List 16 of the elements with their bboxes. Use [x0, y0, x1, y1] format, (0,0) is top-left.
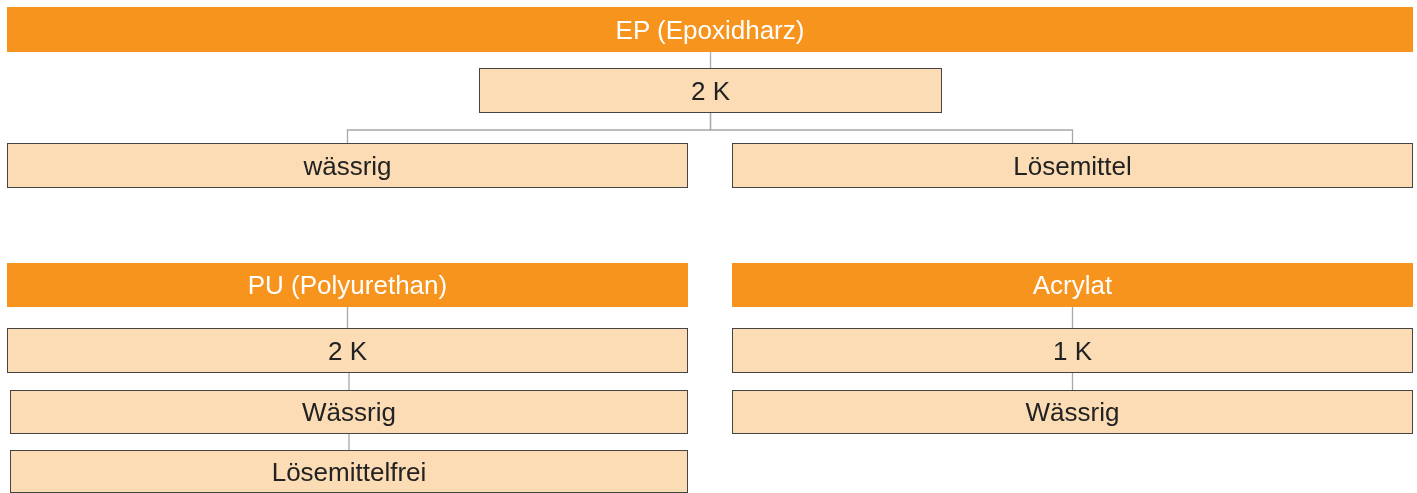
category-header: EP (Epoxidharz) [7, 7, 1413, 52]
category-box: Wässrig [732, 390, 1413, 434]
category-box: Lösemittel [732, 143, 1413, 188]
category-box: 1 K [732, 328, 1413, 373]
category-box: Lösemittelfrei [10, 450, 688, 493]
connector-line [346, 306, 349, 329]
category-header: Acrylat [732, 263, 1413, 307]
category-header: PU (Polyurethan) [7, 263, 688, 307]
category-box: wässrig [7, 143, 688, 188]
connector-line [1071, 306, 1074, 329]
category-box: Wässrig [10, 390, 688, 434]
connector-line [348, 433, 350, 451]
connector-line [348, 372, 350, 391]
category-box: 2 K [479, 68, 942, 113]
category-box: 2 K [7, 328, 688, 373]
connector-line [709, 112, 1074, 144]
